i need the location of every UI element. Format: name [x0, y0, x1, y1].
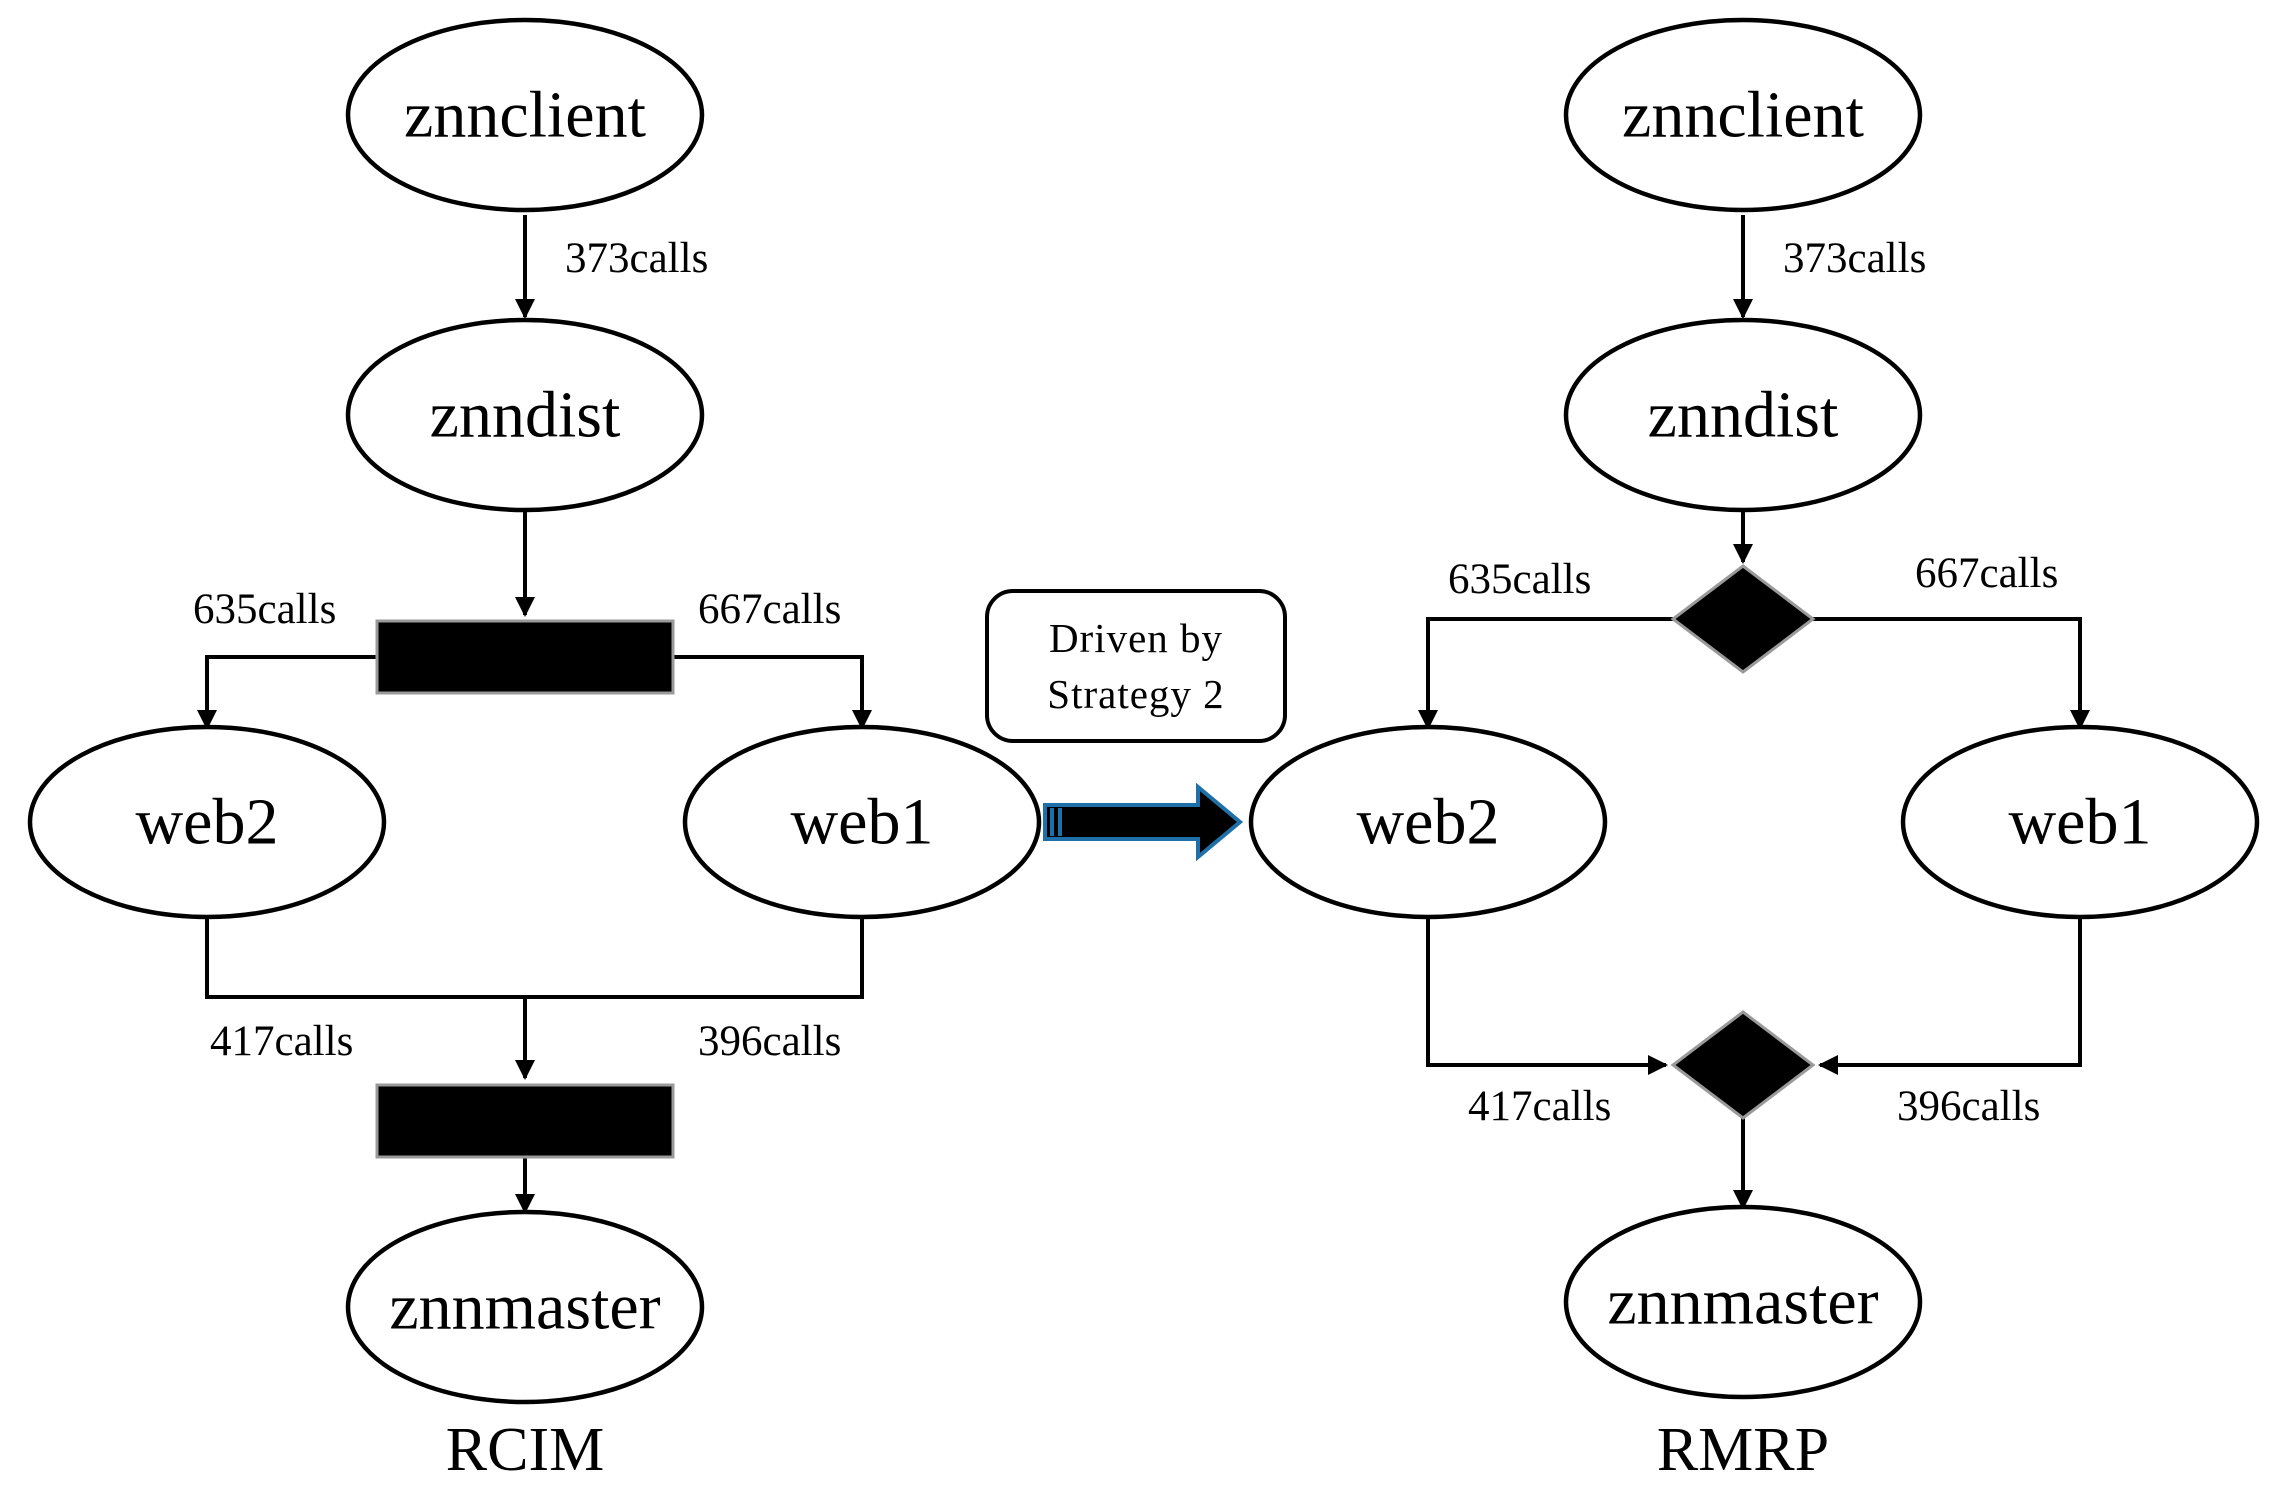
- node-znndist-right: znndist: [1563, 317, 1923, 513]
- edge-label-to-web1: 667calls: [1915, 550, 2058, 597]
- fork-bar: [375, 619, 675, 695]
- node-znnmaster-left: znnmaster: [345, 1209, 705, 1405]
- merge-diamond: [1670, 1010, 1816, 1120]
- edge-fork-web1-left: [673, 655, 872, 730]
- note-line-1: Driven by: [1049, 615, 1223, 661]
- node-znnclient-left: znnclient: [345, 17, 705, 213]
- edge-label-to-web2: 635calls: [1448, 556, 1591, 603]
- node-web1-left: web1: [682, 724, 1042, 920]
- edge-decision-web2-right: [1418, 617, 1673, 730]
- node-label: znnclient: [1622, 79, 1864, 152]
- rcim-diagram: znnclient znndist web2 web1 znnmaster 37…: [27, 17, 1042, 1484]
- edge-label-to-web2: 635calls: [193, 586, 336, 633]
- node-label: web1: [791, 786, 934, 859]
- transition-arrow-icon: [1043, 782, 1244, 862]
- node-label: web1: [2009, 786, 2152, 859]
- node-web2-left: web2: [27, 724, 387, 920]
- edge-label-to-web1: 667calls: [698, 586, 841, 633]
- node-znnclient-right: znnclient: [1563, 17, 1923, 213]
- edge-label-from-web2: 417calls: [1468, 1083, 1611, 1130]
- node-label: znndist: [1648, 379, 1839, 452]
- join-bar: [375, 1083, 675, 1159]
- node-label: web2: [1357, 786, 1500, 859]
- node-label: znndist: [430, 379, 621, 452]
- node-label: znnclient: [404, 79, 646, 152]
- edge-fork-web2-left: [197, 655, 377, 730]
- edge-decision-web1-right: [1813, 617, 2090, 730]
- edge-label-client-dist: 373calls: [565, 235, 708, 282]
- edge-label-from-web1: 396calls: [1897, 1083, 2040, 1130]
- note-line-2: Strategy 2: [1047, 671, 1224, 717]
- node-web2-right: web2: [1248, 724, 1608, 920]
- strategy-note: Driven by Strategy 2: [985, 589, 1287, 743]
- edge-web2-merge-right: [1426, 917, 1668, 1075]
- edge-label-client-dist: 373calls: [1783, 235, 1926, 282]
- node-label: web2: [136, 786, 279, 859]
- edge-label-from-web2: 417calls: [210, 1018, 353, 1065]
- node-label: znnmaster: [389, 1271, 660, 1344]
- decision-diamond: [1670, 564, 1816, 674]
- edge-web1-merge-right: [1818, 917, 2082, 1075]
- node-znnmaster-right: znnmaster: [1563, 1204, 1923, 1400]
- edge-web-merge-left: [205, 917, 864, 999]
- caption-rcim: RCIM: [446, 1416, 604, 1484]
- node-znndist-left: znndist: [345, 317, 705, 513]
- rmrp-diagram: znnclient znndist web2 web1 znnmaster 37…: [1248, 17, 2260, 1484]
- caption-rmrp: RMRP: [1657, 1416, 1829, 1484]
- edge-label-from-web1: 396calls: [698, 1018, 841, 1065]
- transition-group: Driven by Strategy 2: [985, 589, 1287, 862]
- node-label: znnmaster: [1607, 1266, 1878, 1339]
- node-web1-right: web1: [1900, 724, 2260, 920]
